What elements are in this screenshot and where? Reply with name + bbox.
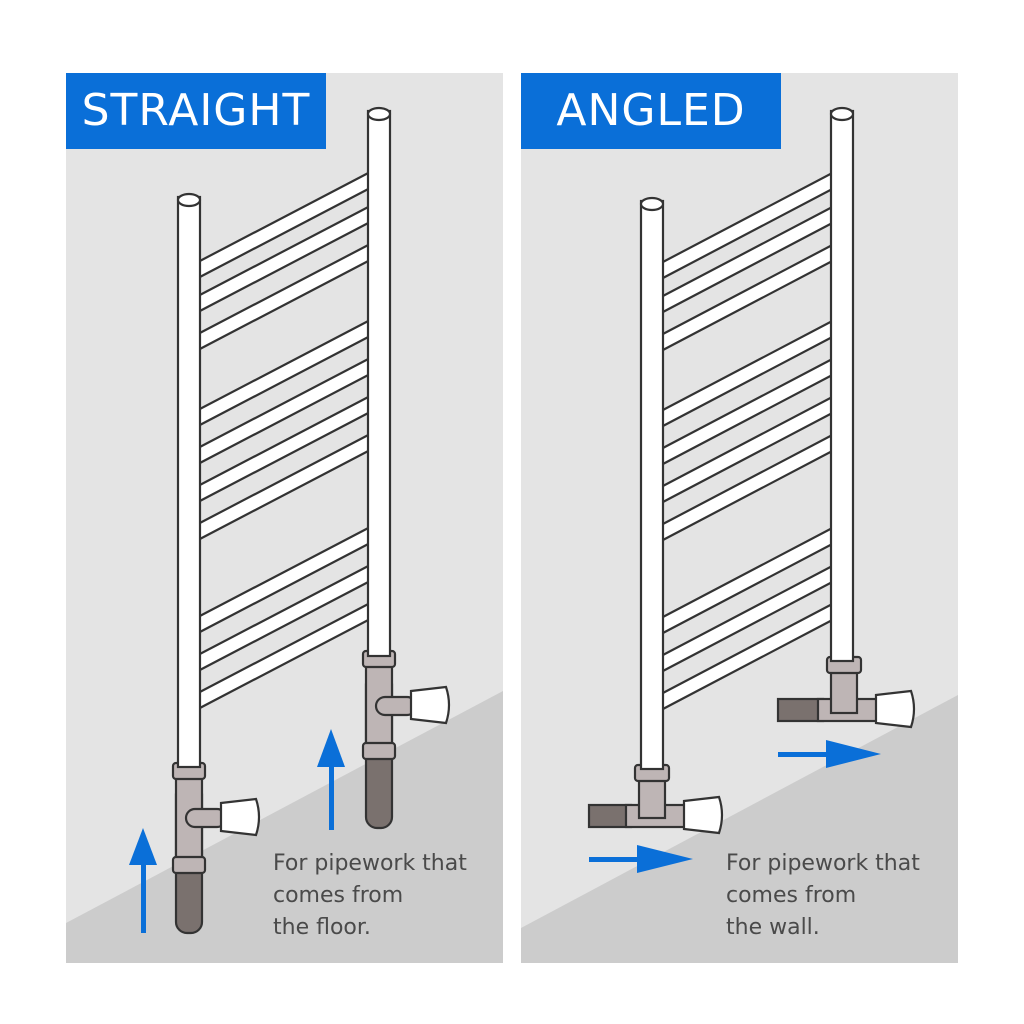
valve-nut	[361, 741, 397, 761]
angled-label: ANGLED	[521, 73, 781, 149]
left-valve-assembly	[587, 763, 724, 835]
caption-line: the floor.	[273, 915, 371, 940]
caption-line: For pipework that	[726, 851, 920, 876]
valve-nut	[171, 855, 207, 875]
straight-illustration	[66, 73, 503, 963]
right-rail	[829, 109, 855, 663]
left-rail-cap	[176, 192, 202, 208]
angled-illustration	[521, 73, 958, 963]
left-valve-assembly	[171, 761, 261, 935]
caption-line: For pipework that	[273, 851, 467, 876]
right-rail	[366, 109, 392, 658]
valve-head	[219, 797, 261, 837]
radiator-bars	[659, 168, 848, 712]
angled-caption: For pipework that comes from the wall.	[726, 848, 920, 944]
wall-supply-pipe	[587, 803, 633, 829]
caption-line: the wall.	[726, 915, 820, 940]
caption-line: comes from	[273, 883, 404, 908]
towel-radiator	[171, 106, 451, 935]
up-arrow-icon	[129, 828, 157, 933]
right-valve-assembly	[776, 655, 916, 729]
towel-radiator	[587, 106, 916, 835]
straight-caption: For pipework that comes from the floor.	[273, 848, 467, 944]
right-valve-assembly	[361, 649, 451, 830]
valve-head	[682, 795, 724, 835]
right-arrow-icon	[589, 845, 693, 873]
straight-label: STRAIGHT	[66, 73, 326, 149]
wall-supply-pipe	[776, 697, 825, 723]
valve-head	[409, 685, 451, 725]
caption-line: comes from	[726, 883, 857, 908]
left-rail	[639, 199, 665, 771]
right-rail-cap	[829, 106, 855, 122]
right-rail-cap	[366, 106, 392, 122]
angled-panel: ANGLED For pipework that comes from the …	[521, 73, 958, 963]
left-rail	[176, 195, 202, 769]
right-arrow-icon	[778, 740, 881, 768]
radiator-bars	[194, 168, 384, 712]
up-arrow-icon	[317, 729, 345, 830]
valve-head	[874, 689, 916, 729]
straight-panel: STRAIGHT For pipework that comes from th…	[66, 73, 503, 963]
left-rail-cap	[639, 196, 665, 212]
